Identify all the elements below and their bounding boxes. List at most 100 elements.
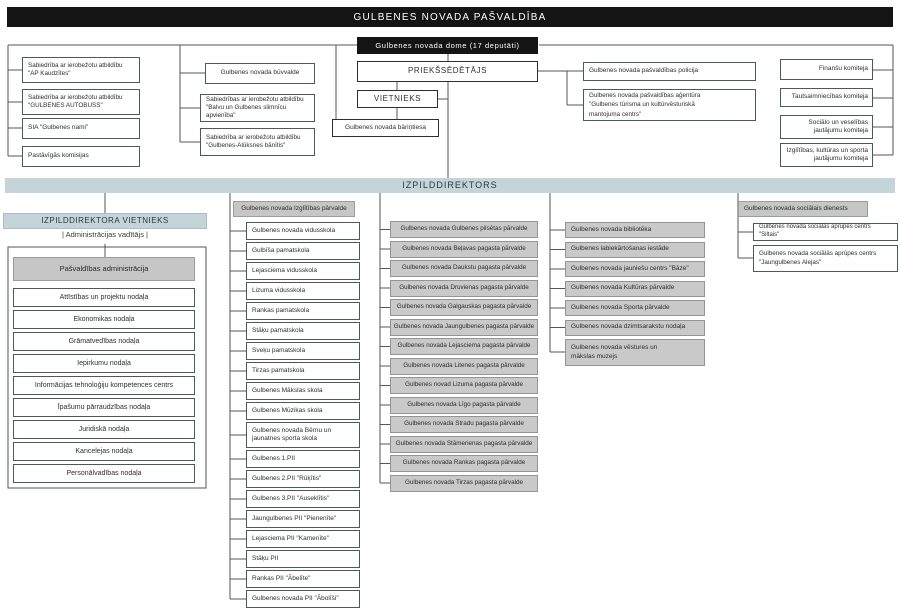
parish-box: Gulbenes novada Stradu pagasta pārvalde — [390, 416, 538, 433]
company-box: Sabiedrība ar ierobežotu atbildību "AP K… — [22, 57, 140, 83]
school-box: Stāķu pamatskola — [246, 322, 360, 340]
school-box: Gulbīša pamatskola — [246, 242, 360, 260]
committee-label-line: jautājumu komiteja — [813, 155, 868, 162]
company-box: Sabiedrība ar ierobežotu atbildību "Gulb… — [200, 128, 315, 156]
company-label-line: Sabiedrība ar ierobežotu atbildību — [28, 93, 123, 101]
institution-label-line: mākslas muzejs — [571, 352, 618, 360]
institution-box: Gulbenes novada bibliotēka — [565, 222, 705, 238]
committee-box: Finanšu komiteja — [780, 59, 873, 80]
department-box: Ekonomikas nodaļa — [13, 310, 195, 329]
education-board-header: Gulbenes novada Izglītības pārvalde — [233, 201, 355, 217]
company-label-line: "Gulbenes-Alūksnes bānītis" — [206, 142, 286, 149]
school-box: Gulbenes Mūzikas skola — [246, 402, 360, 420]
company-label-line: "GULBENES AUTOBUSS" — [28, 102, 103, 109]
school-box: Gulbenes novada PII "Ābolīši" — [246, 590, 360, 608]
parish-box: Gulbenes novada Tirzas pagasta pārvalde — [390, 474, 538, 492]
parish-box: Gulbenes novada Litenes pagasta pārvalde — [390, 357, 538, 375]
company-label-line: Sabiedrība ar ierobežotu atbildību — [206, 133, 301, 141]
school-box: Gulbenes 3.PII "Auseklītis" — [246, 490, 360, 508]
agency-label-line: "Gulbenes tūrisma un kultūrvēsturiskā — [589, 101, 695, 109]
school-box: Gulbenes Mākslas skola — [246, 382, 360, 400]
parish-box: Gulbenes novada Jaungulbenes pagasta pār… — [390, 318, 538, 336]
parish-box: Gulbenes novada Galgauskas pagasta pārva… — [390, 299, 538, 316]
department-box: Īpašumu pārraudzības nodaļa — [13, 398, 195, 417]
school-label-line: jaunatnes sporta skola — [252, 435, 318, 442]
parish-box: Gulbenes novada Lejasciema pagasta pārva… — [390, 338, 538, 355]
institution-box: Gulbenes novada Kultūras pārvalde — [565, 280, 705, 297]
deputy-executive-header: IZPILDDIREKTORA VIETNIEKS — [3, 213, 207, 229]
parish-list: Gulbenes novada Gulbenes pilsētas pārval… — [390, 221, 538, 492]
standing-committees-box: Pastāvīgās komisijas — [22, 146, 140, 167]
committee-box: Tautsaimniecības komiteja — [780, 88, 873, 107]
institution-box: Gulbenes novada dzimtsarakstu nodaļa — [565, 319, 705, 336]
department-box: Grāmatvedības nodaļa — [13, 332, 195, 351]
company-label-line: "AP Kaudzītes" — [28, 70, 71, 77]
committee-box: Izglītības, kultūras un sporta jautājumu… — [780, 143, 873, 167]
social-care-box: Gulbenes novada sociālās aprūpes centrs … — [753, 245, 898, 272]
police-box: Gulbenes novada pašvaldības policija — [583, 62, 756, 81]
parish-box: Gulbenes novada Daukstu pagasta pārvalde — [390, 260, 538, 277]
parish-box: Gulbenes novada Beļavas pagasta pārvalde — [390, 240, 538, 258]
school-list: Gulbenes novada vidusskola Gulbīša pamat… — [246, 222, 360, 608]
school-box: Gulbenes novada vidusskola — [246, 222, 360, 240]
deputy-chairman-box: VIETNIEKS — [357, 90, 438, 108]
school-box: Sveķu pamatskola — [246, 342, 360, 360]
administration-section-header: Pašvaldības administrācija — [13, 257, 195, 281]
committee-label-line: Izglītības, kultūras un sporta — [786, 146, 868, 154]
school-label-line: Gulbenes novada Bērnu un — [252, 426, 332, 434]
company-label-line: Sabiedrība ar ierobežotu atbildību — [28, 61, 123, 69]
institution-list: Gulbenes novada bibliotēka Gulbenes labi… — [565, 222, 705, 366]
school-box: Lizuma vidusskola — [246, 282, 360, 300]
company-label-line: Sabiedrības ar ierobežotu atbildību — [206, 95, 304, 103]
school-box: Rankas PII "Ābelīte" — [246, 570, 360, 588]
social-care-label-line: "Jaungulbenes Alejas" — [759, 258, 822, 266]
company-label-line: "Balvu un Gulbenes slimnīcu apvienība" — [206, 103, 287, 120]
orphans-court-box: Gulbenes novada bāriņtiesa — [332, 119, 439, 137]
institution-box: Gulbenes labiekārtošanas iestāde — [565, 241, 705, 258]
agency-label-line: Gulbenes novada pašvaldības aģentūra — [589, 92, 701, 100]
committee-label-line: Sociālo un veselības — [808, 118, 868, 126]
institution-box: Gulbenes novada vēstures un mākslas muze… — [565, 339, 705, 366]
school-box: Rankas pamatskola — [246, 302, 360, 320]
parish-box: Gulbenes novada Druvienas pagasta pārval… — [390, 279, 538, 297]
parish-box: Gulbenes novada Gulbenes pilsētas pārval… — [390, 221, 538, 238]
department-list: Attīstības un projektu nodaļa Ekonomikas… — [13, 288, 195, 483]
school-box: Lejasciema vidusskola — [246, 262, 360, 280]
building-authority-box: Gulbenes novada būvvalde — [205, 63, 315, 84]
chairman-box: PRIEKŠSĒDĒTĀJS — [357, 61, 538, 82]
department-box: Personālvadības nodaļa — [13, 464, 195, 483]
school-box: Gulbenes novada Bērnu un jaunatnes sport… — [246, 422, 360, 448]
school-box: Gulbenes 1.PII — [246, 450, 360, 468]
school-box: Jaungulbenes PII "Pienenīte" — [246, 510, 360, 528]
company-box: Sabiedrība ar ierobežotu atbildību "GULB… — [22, 89, 140, 115]
parish-box: Gulbenes novada Stāmerienas pagasta pārv… — [390, 435, 538, 453]
department-box: Iepirkumu nodaļa — [13, 354, 195, 373]
school-box: Lejasciema PII "Kamenīte" — [246, 530, 360, 548]
agency-label-line: mantojuma centrs" — [589, 110, 642, 118]
committee-label-line: jautājumu komiteja — [813, 127, 868, 134]
school-box: Stāķu PII — [246, 550, 360, 568]
institution-box: Gulbenes novada jauniešu centrs "Bāze" — [565, 261, 705, 277]
department-box: Kancelejas nodaļa — [13, 442, 195, 461]
department-box: Attīstības un projektu nodaļa — [13, 288, 195, 307]
social-service-header: Gulbenes novada sociālais dienests — [738, 201, 868, 217]
parish-box: Gulbenes novada Līgo pagasta pārvalde — [390, 396, 538, 414]
agency-box: Gulbenes novada pašvaldības aģentūra "Gu… — [583, 89, 756, 121]
social-care-label-line: Gulbenes novada sociālās aprūpes centrs — [759, 250, 877, 258]
department-box: Informācijas tehnoloģiju kompetences cen… — [13, 376, 195, 395]
institution-box: Gulbenes novada Sporta pārvalde — [565, 300, 705, 316]
parish-box: Gulbenes novada Rankas pagasta pārvalde — [390, 455, 538, 472]
executive-director-band: IZPILDDIREKTORS — [5, 178, 895, 193]
institution-label-line: Gulbenes novada vēstures un — [571, 344, 658, 352]
school-box: Tirzas pamatskola — [246, 362, 360, 380]
page-title: GULBENES NOVADA PAŠVALDĪBA — [7, 7, 893, 27]
committee-box: Sociālo un veselības jautājumu komiteja — [780, 115, 873, 139]
administration-subtitle: | Administrācijas vadītājs | — [61, 230, 148, 239]
company-box: SIA "Gulbenes nami" — [22, 118, 140, 139]
parish-box: Gulbenes novad Lizuma pagasta pārvalde — [390, 377, 538, 394]
department-box: Juridiskā nodaļa — [13, 420, 195, 439]
council-box: Gulbenes novada dome (17 deputāti) — [357, 37, 538, 54]
school-box: Gulbenes 2.PII "Rūķītis" — [246, 470, 360, 488]
